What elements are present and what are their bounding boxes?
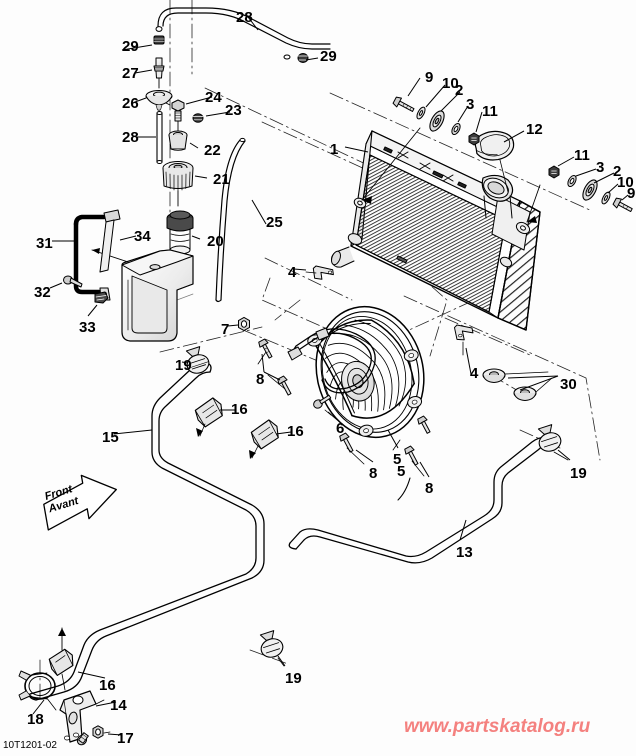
callout-clamp-19-a[interactable]: 19	[175, 357, 192, 374]
callout-overflow-hose[interactable]: 25	[266, 214, 283, 231]
callout-bolt-right[interactable]: 9	[627, 185, 636, 202]
callout-screw-bracket[interactable]: 17	[117, 730, 134, 747]
callout-bolt-lower-b[interactable]: 8	[425, 480, 434, 497]
callout-clip-29-left[interactable]: 29	[122, 38, 139, 55]
callout-reservoir-strap[interactable]: 31	[36, 235, 53, 252]
callout-clip-29-right[interactable]: 29	[320, 48, 337, 65]
callout-radiator[interactable]: 1	[330, 141, 339, 158]
callout-bushing-right[interactable]: 2	[613, 163, 622, 180]
callout-washer-right[interactable]: 10	[617, 174, 634, 191]
callout-screw-32[interactable]: 32	[34, 284, 51, 301]
callout-fan-shroud[interactable]: 5	[393, 451, 402, 468]
callout-nut-right[interactable]: 11	[574, 147, 590, 164]
callout-valve-27[interactable]: 27	[122, 65, 139, 82]
callout-fan-shroud-b[interactable]: 5	[397, 463, 406, 480]
callout-fitting-24[interactable]: 24	[205, 89, 222, 106]
callout-clip-23[interactable]: 23	[225, 102, 242, 119]
callout-grommet-26[interactable]: 26	[122, 95, 139, 112]
callout-hose-clamp-c[interactable]: 16	[99, 677, 116, 694]
callout-support-bracket[interactable]: 14	[110, 697, 127, 714]
callout-tube-28-lower[interactable]: 28	[122, 129, 139, 146]
callout-hose-lower-right[interactable]: 13	[456, 544, 473, 561]
callout-washer-upper-left[interactable]: 10	[442, 75, 459, 92]
callout-hose-clamp-a[interactable]: 16	[231, 401, 248, 418]
callout-spacer-right[interactable]: 3	[596, 159, 605, 176]
callout-clamp-lower-left[interactable]: 18	[27, 711, 44, 728]
callout-spacer-upper-left[interactable]: 3	[466, 96, 475, 113]
callout-pad-34[interactable]: 34	[134, 228, 151, 245]
callout-radiator-cap[interactable]: 12	[526, 121, 543, 138]
site-watermark: www.partskatalog.ru	[404, 716, 591, 737]
callout-bushing-upper-left[interactable]: 2	[455, 82, 464, 99]
callout-bolt-upper[interactable]: 8	[256, 371, 265, 388]
callout-hose-clamp-b[interactable]: 16	[287, 423, 304, 440]
diagram-id-label: 10T1201-02	[3, 740, 57, 751]
callout-grommet-pair[interactable]: 30	[560, 376, 577, 393]
callout-fan-screw[interactable]: 6	[336, 420, 345, 437]
callout-bracket-left[interactable]: 4	[288, 264, 297, 281]
callout-grommet[interactable]: 22	[204, 142, 221, 159]
callout-bracket-right[interactable]: 4	[470, 365, 479, 382]
callout-hose-28-upper[interactable]: 28	[236, 9, 253, 26]
callout-reservoir-cap[interactable]: 20	[207, 233, 224, 250]
callout-clamp-19-c[interactable]: 19	[285, 670, 302, 687]
callout-clamp-19-b[interactable]: 19	[570, 465, 587, 482]
callout-nut-upper-left[interactable]: 11	[482, 103, 498, 120]
callout-clip-33[interactable]: 33	[79, 319, 96, 336]
callout-nut[interactable]: 7	[221, 321, 230, 338]
callout-cap-nut[interactable]: 21	[213, 171, 230, 188]
callout-hose-upper-left[interactable]: 15	[102, 429, 119, 446]
callout-bolt-upper-left[interactable]: 9	[425, 69, 434, 86]
callout-bolt-lower-a[interactable]: 8	[369, 465, 378, 482]
